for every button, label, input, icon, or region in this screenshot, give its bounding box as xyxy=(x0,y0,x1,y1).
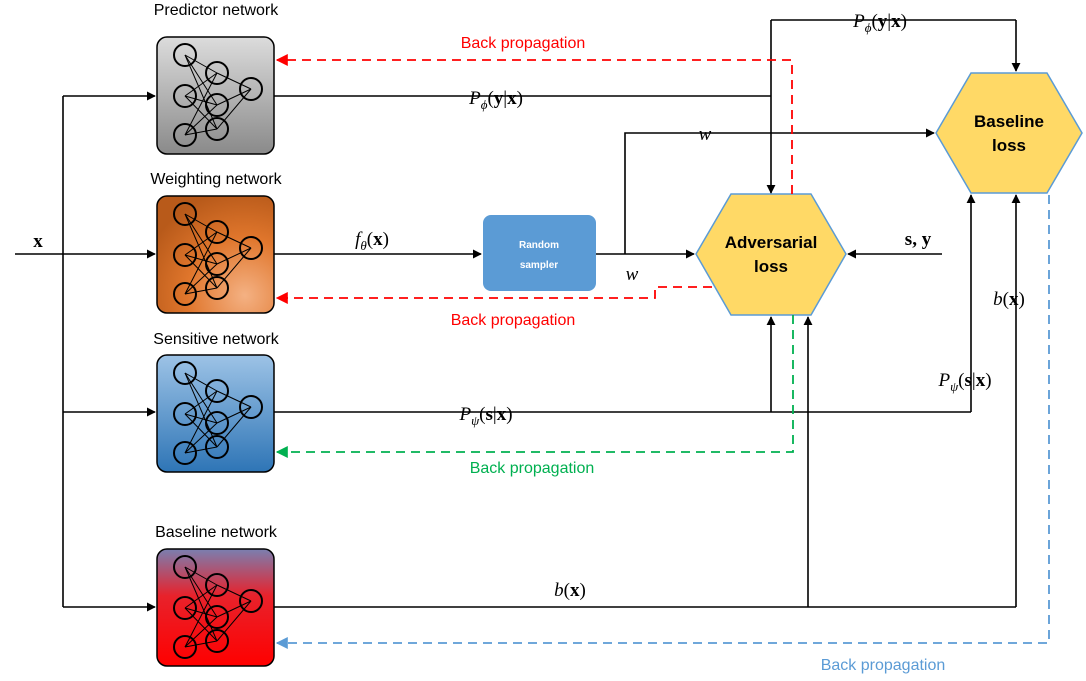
predictor-network-title: Predictor network xyxy=(154,2,279,19)
sensitive-output-lines xyxy=(274,194,976,413)
weighting-network-title: Weighting network xyxy=(150,171,282,188)
backprop-weighting-label: Back propagation xyxy=(451,312,576,329)
input-bus xyxy=(15,91,156,612)
adversarial-loss-label-line2: loss xyxy=(754,257,788,276)
w-label-top: w xyxy=(699,124,712,145)
baseline-network xyxy=(156,548,275,667)
predictor-output-lines xyxy=(274,19,1021,194)
s-y-label: s, y xyxy=(905,229,932,250)
baseline-loss-label-line2: loss xyxy=(992,136,1026,155)
backprop-weighting-path xyxy=(275,286,712,304)
p-psi-label-right: Pψ(s|x) xyxy=(937,370,991,394)
weighting-output-lines xyxy=(274,128,935,259)
backprop-predictor-label: Back propagation xyxy=(461,35,586,52)
baseline-loss-block: Baseline loss xyxy=(935,72,1083,194)
weighting-network xyxy=(156,195,275,314)
p-phi-label-top: Pϕ(y|x) xyxy=(852,11,907,35)
random-sampler-block: Random sampler xyxy=(483,215,596,291)
baseline-output-lines xyxy=(274,194,1021,608)
backprop-predictor-path xyxy=(275,54,793,194)
random-sampler-label-line1: Random xyxy=(519,240,559,251)
b-x-label-main: b(x) xyxy=(554,580,586,601)
backprop-sensitive-label: Back propagation xyxy=(470,460,595,477)
w-label-bottom: w xyxy=(626,264,639,285)
p-phi-label-main: Pϕ(y|x) xyxy=(468,88,523,112)
backprop-baseline-label: Back propagation xyxy=(821,657,946,674)
adversarial-loss-label-line1: Adversarial xyxy=(725,233,818,252)
sensitive-network xyxy=(156,354,275,473)
b-x-label-right: b(x) xyxy=(993,289,1025,310)
random-sampler-label-line2: sampler xyxy=(520,260,558,271)
predictor-network xyxy=(156,36,275,155)
baseline-network-title: Baseline network xyxy=(155,524,278,541)
sensitive-network-title: Sensitive network xyxy=(153,331,279,348)
baseline-loss-label-line1: Baseline xyxy=(974,112,1044,131)
f-theta-label: fθ(x) xyxy=(355,229,389,253)
input-x-label: x xyxy=(33,231,43,252)
adversarial-loss-block: Adversarial loss xyxy=(695,193,847,316)
p-psi-label-main: Pψ(s|x) xyxy=(458,404,512,428)
backprop-sensitive-path xyxy=(275,315,794,458)
backprop-baseline-path xyxy=(275,195,1050,649)
